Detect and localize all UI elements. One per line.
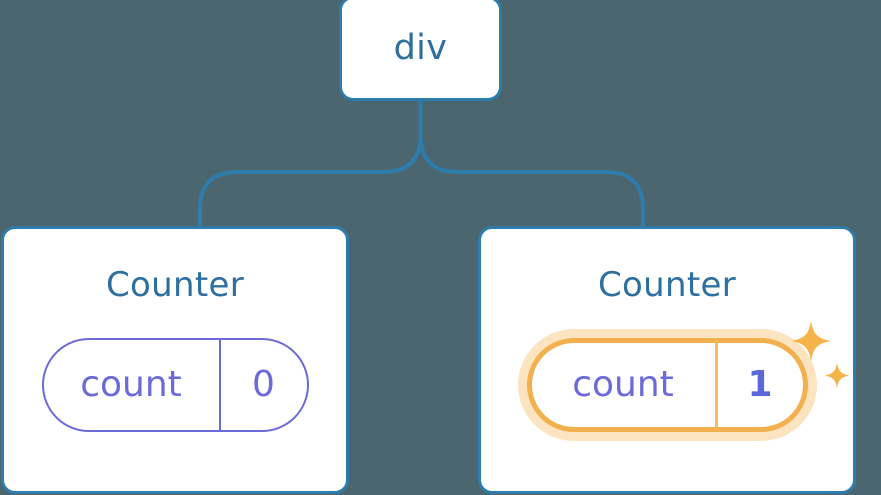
sparkle-small-icon (824, 363, 849, 388)
state-value-label-right: 1 (747, 364, 773, 405)
node-title-counter-right: Counter (598, 265, 736, 305)
connector-right (418, 101, 645, 228)
connector-left (198, 101, 423, 228)
state-value-cell-right: 1 (714, 343, 803, 427)
node-title-div: div (393, 28, 448, 68)
tree-node-div[interactable]: div (339, 0, 502, 101)
tree-node-counter-left[interactable]: Counter count 0 (1, 226, 349, 494)
state-pill-left[interactable]: count 0 (41, 338, 309, 432)
state-pill-right[interactable]: count 1 (526, 321, 849, 432)
state-value-label-left: 0 (252, 364, 275, 405)
state-key-label-left: count (80, 364, 182, 405)
tree-node-counter-right[interactable]: Counter count 1 (478, 226, 856, 494)
state-key-label-right: count (572, 364, 674, 405)
state-value-cell-left: 0 (218, 340, 307, 430)
state-key-cell-left: count (44, 340, 219, 430)
state-pill-wrap-right: count 1 (481, 321, 853, 432)
state-key-cell-right: count (532, 343, 715, 427)
node-title-counter-left: Counter (106, 265, 244, 305)
state-pill-wrap-left: count 0 (4, 338, 346, 432)
